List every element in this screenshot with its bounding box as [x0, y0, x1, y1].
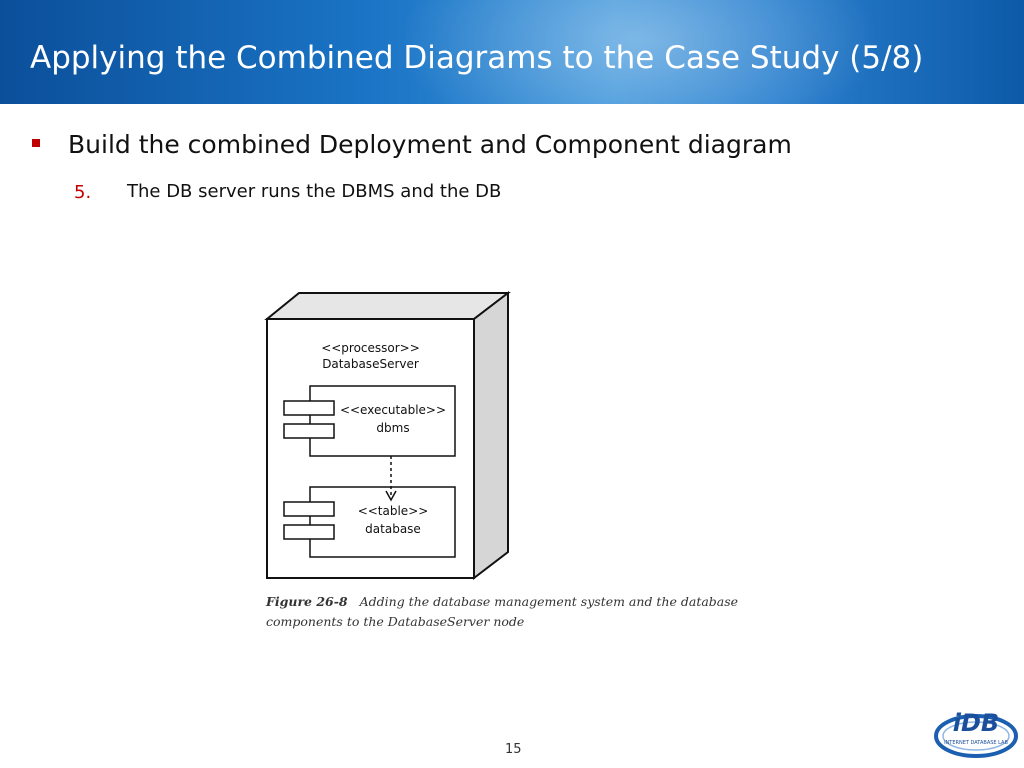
- idb-logo-mark: iDB INTERNET DATABASE LAB: [934, 709, 1018, 758]
- page-number: 15: [505, 742, 522, 757]
- node-name: DatabaseServer: [322, 357, 419, 371]
- bullet-marker: [32, 139, 40, 147]
- dbms-component-tab-bottom: [283, 423, 335, 439]
- node-stereotype: <<processor>>: [321, 341, 420, 355]
- database-component-box: [309, 486, 456, 558]
- database-component-tab-top: [283, 501, 335, 517]
- database-stereotype: <<table>>: [357, 504, 429, 518]
- figure-caption-text: Adding the database management system an…: [266, 594, 739, 629]
- svg-text:iDB: iDB: [953, 709, 999, 737]
- figure-label: Figure 26-8: [266, 594, 348, 609]
- node-side-face: [473, 290, 509, 581]
- dbms-name: dbms: [376, 421, 410, 435]
- dbms-stereotype: <<executable>>: [339, 403, 447, 417]
- deployment-diagram: <<processor>> DatabaseServer <<executabl…: [262, 288, 520, 588]
- database-name: database: [365, 522, 421, 536]
- database-component-tab-bottom: [283, 524, 335, 540]
- slide-title: Applying the Combined Diagrams to the Ca…: [30, 40, 924, 76]
- dependency-arrow-head: [385, 490, 397, 502]
- deployment-diagram-svg: [264, 290, 511, 581]
- dbms-component-box: [309, 385, 456, 457]
- dbms-component-tab-top: [283, 400, 335, 416]
- subitem-number: 5.: [74, 182, 92, 203]
- node-top-face: [264, 292, 511, 320]
- idb-logo: iDB INTERNET DATABASE LAB: [930, 700, 1022, 764]
- subitem-text: The DB server runs the DBMS and the DB: [127, 181, 502, 202]
- title-bar: Applying the Combined Diagrams to the Ca…: [0, 0, 1024, 104]
- bullet-text: Build the combined Deployment and Compon…: [68, 130, 792, 159]
- svg-text:INTERNET DATABASE LAB: INTERNET DATABASE LAB: [944, 740, 1008, 746]
